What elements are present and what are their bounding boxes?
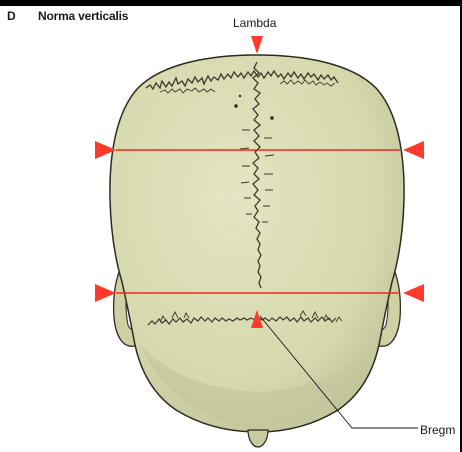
lambda-arrow-marker xyxy=(251,36,263,54)
lambda-label: Lambda xyxy=(233,16,276,30)
figure-title: Norma verticalis xyxy=(38,9,128,23)
panel-letter: D xyxy=(7,9,16,23)
nasal-process xyxy=(248,430,268,447)
parietal-foramen xyxy=(270,116,274,120)
right-lower-arrow-marker xyxy=(403,284,424,302)
left-lower-arrow-marker xyxy=(95,284,116,302)
bregma-label: Bregm xyxy=(420,423,455,437)
top-border xyxy=(0,0,462,6)
skull-outline xyxy=(110,55,404,432)
parietal-foramen xyxy=(234,104,238,108)
parietal-foramen xyxy=(239,95,241,97)
right-upper-arrow-marker xyxy=(403,141,424,159)
